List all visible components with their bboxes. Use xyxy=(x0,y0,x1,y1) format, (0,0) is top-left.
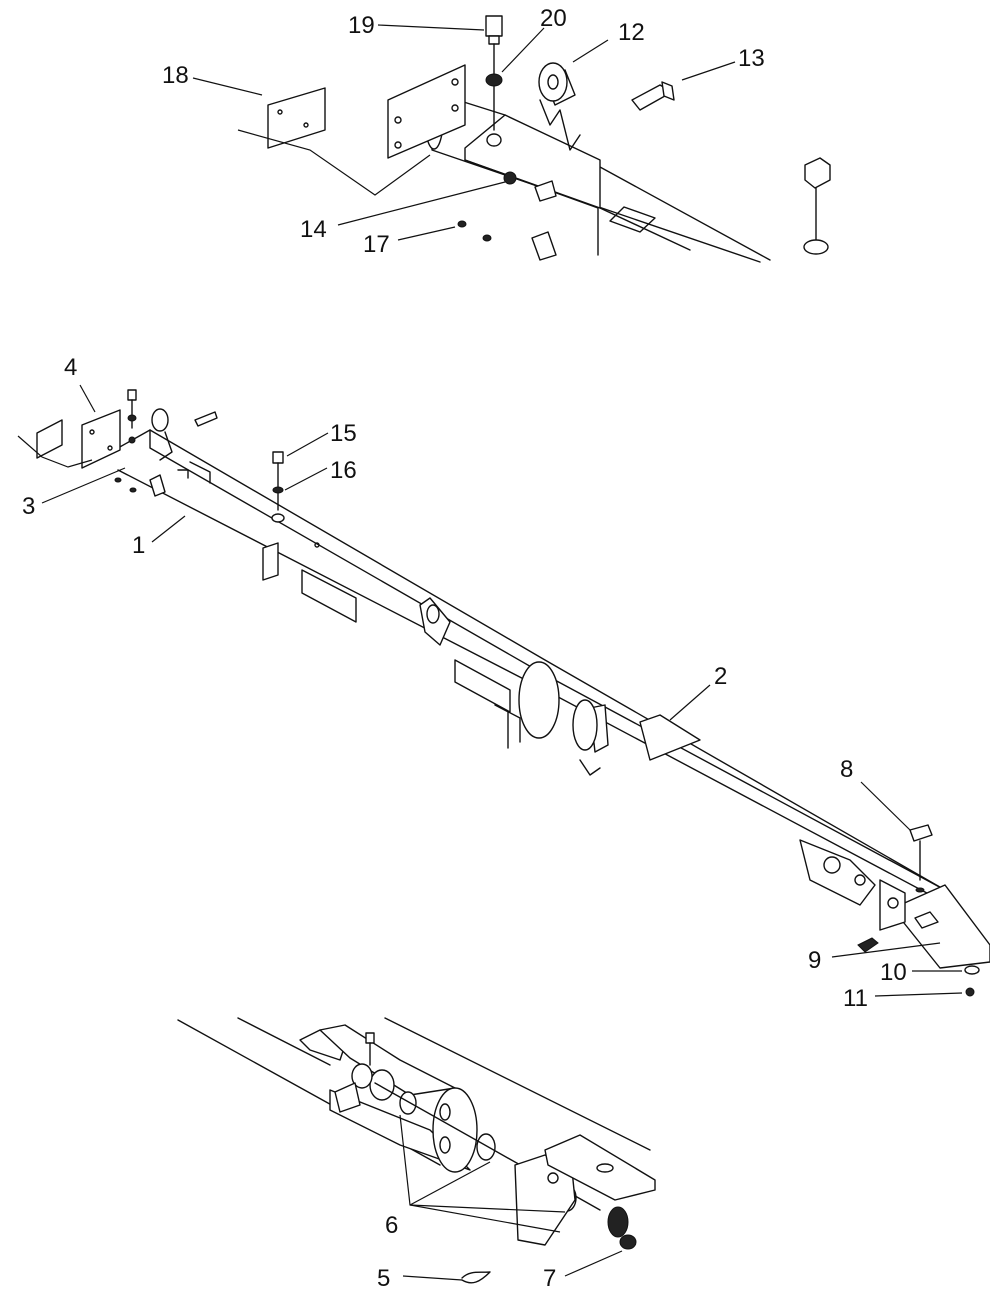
callout-16: 16 xyxy=(330,457,357,484)
callout-13: 13 xyxy=(738,45,765,72)
callout-4: 4 xyxy=(64,354,77,381)
callout-9: 9 xyxy=(808,947,821,974)
callout-11: 11 xyxy=(843,985,868,1012)
callout-15: 15 xyxy=(330,420,357,447)
callout-20: 20 xyxy=(540,5,567,32)
washer-part-20 xyxy=(485,73,503,87)
callout-8: 8 xyxy=(840,756,853,783)
callout-3: 3 xyxy=(22,493,35,520)
washer-part-16 xyxy=(272,486,284,494)
screw-part-17 xyxy=(457,220,467,228)
callout-14: 14 xyxy=(300,216,327,243)
callout-17: 17 xyxy=(363,231,390,258)
bushing-part-6b xyxy=(476,1133,496,1161)
disc-part xyxy=(432,1087,478,1173)
pin-part-8 xyxy=(909,824,933,893)
top-detail-view: 19 20 12 18 13 14 17 xyxy=(162,5,831,263)
main-assembly-view: 4 15 16 3 1 2 8 9 10 11 xyxy=(17,354,990,1012)
bolt-part-13 xyxy=(631,81,675,111)
plate-part-4 xyxy=(81,409,121,469)
bottom-detail-view: 6 5 7 xyxy=(177,1017,656,1292)
tube-assembly xyxy=(17,389,990,969)
washer-part-10 xyxy=(964,965,980,975)
callout-7: 7 xyxy=(543,1265,556,1292)
callout-18: 18 xyxy=(162,62,189,89)
side-bracket-detail xyxy=(514,1154,576,1246)
callout-10: 10 xyxy=(880,959,907,986)
sleeve-part-2 xyxy=(518,661,560,739)
gasket-part-3 xyxy=(36,419,63,459)
bolt-part-19 xyxy=(485,15,503,131)
hitch-bracket xyxy=(799,839,876,906)
callout-12: 12 xyxy=(618,19,645,46)
fitting-part-7 xyxy=(607,1206,637,1250)
nut-part-11 xyxy=(965,987,975,997)
callout-2: 2 xyxy=(714,663,727,690)
clip-part-5 xyxy=(461,1271,491,1284)
bushing-part-6a xyxy=(399,1091,417,1115)
callout-6: 6 xyxy=(385,1212,398,1239)
bolt-loose-right xyxy=(803,157,831,255)
mounting-plate xyxy=(387,64,466,159)
bolt-part-15 xyxy=(272,451,284,511)
callout-19: 19 xyxy=(348,12,375,39)
nut-part-14 xyxy=(503,171,517,185)
roller-part-12 xyxy=(538,62,581,151)
roller-front xyxy=(151,408,169,432)
pad-part-18 xyxy=(267,87,326,149)
beam-detail xyxy=(424,90,771,263)
clip-part-9 xyxy=(857,937,879,953)
callout-1: 1 xyxy=(132,532,145,559)
callout-5: 5 xyxy=(377,1265,390,1292)
